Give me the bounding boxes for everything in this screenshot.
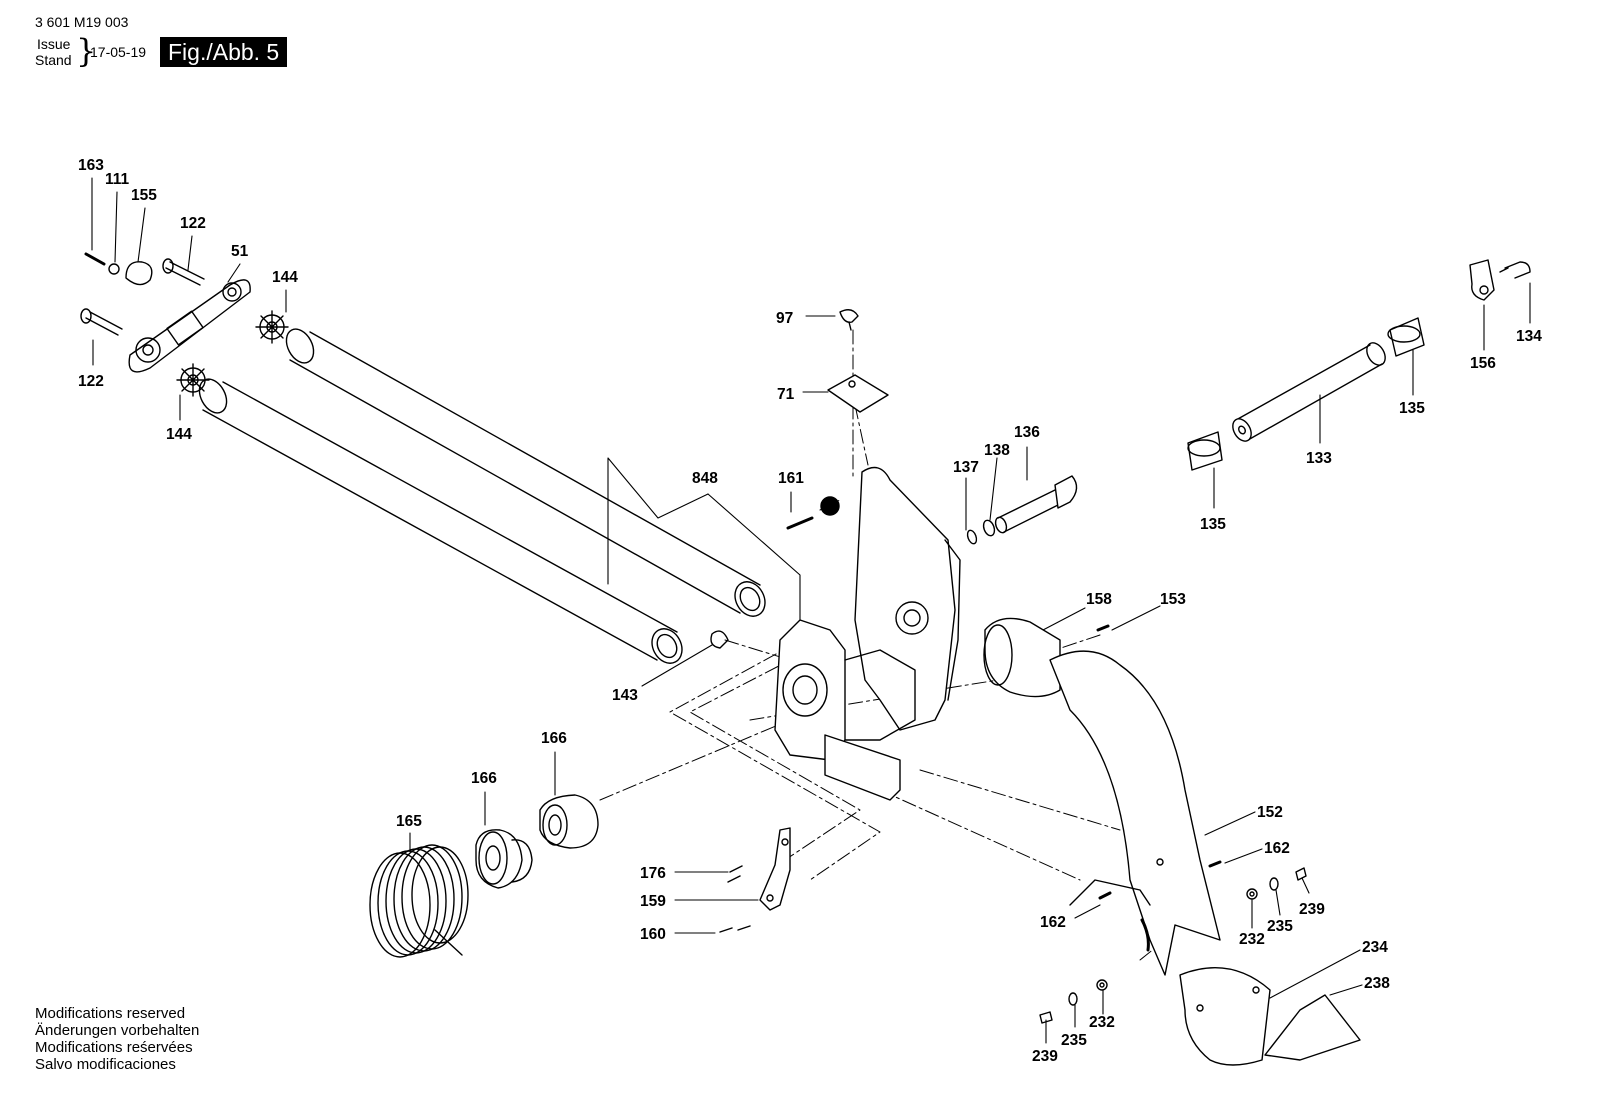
callout-51: 51	[231, 243, 249, 260]
callout-159: 159	[640, 893, 666, 910]
callout-166-b: 166	[471, 770, 497, 787]
callout-239: 239	[1299, 901, 1325, 918]
callout-163: 163	[78, 157, 104, 174]
document-number: 3 601 M19 003	[35, 14, 129, 30]
callout-165: 165	[396, 813, 422, 830]
callout-238: 238	[1364, 975, 1390, 992]
star-nut-b	[176, 363, 210, 397]
callout-232: 232	[1239, 931, 1265, 948]
right-rod-assembly	[1187, 259, 1531, 471]
star-nut-a	[255, 310, 289, 344]
modifications-notice: Modifications reserved Änderungen vorbeh…	[35, 1005, 199, 1073]
small-fasteners	[1039, 867, 1307, 1024]
callout-156: 156	[1470, 355, 1496, 372]
callout-158: 158	[1086, 591, 1112, 608]
callout-166: 166	[541, 730, 567, 747]
callout-234: 234	[1362, 939, 1388, 956]
spring-and-bearings	[369, 794, 599, 958]
callout-161: 161	[778, 470, 804, 487]
chute-guard	[1179, 967, 1361, 1066]
stand-label: Stand	[35, 52, 72, 68]
coil-spring	[369, 844, 469, 958]
brace-glyph: }	[76, 32, 97, 70]
callout-111: 111	[105, 171, 130, 188]
callout-122-b: 122	[78, 373, 104, 390]
callout-134: 134	[1516, 328, 1542, 345]
end-plate-assembly	[80, 252, 289, 397]
callout-71: 71	[777, 386, 795, 403]
callout-97: 97	[776, 310, 793, 327]
callout-162: 162	[1264, 840, 1290, 857]
issue-date: 17-05-19	[90, 44, 147, 60]
callout-153: 153	[1160, 591, 1186, 608]
callout-176: 176	[640, 865, 666, 882]
issue-label: Issue	[37, 36, 71, 52]
callout-152: 152	[1257, 804, 1283, 821]
modifications-es: Salvo modificaciones	[35, 1056, 176, 1073]
callout-135-b: 135	[1200, 516, 1226, 533]
modifications-fr: Modifications reśervées	[35, 1039, 193, 1056]
modifications-de: Änderungen vorbehalten	[35, 1022, 200, 1039]
callout-155: 155	[131, 187, 157, 204]
callout-136: 136	[1014, 424, 1040, 441]
callout-122: 122	[180, 215, 206, 232]
dust-chute	[983, 617, 1222, 976]
callout-235-b: 235	[1061, 1032, 1087, 1049]
pivot-shaft	[966, 475, 1078, 545]
modifications-en: Modifications reserved	[35, 1005, 186, 1022]
callout-137: 137	[953, 459, 979, 476]
callout-135: 135	[1399, 400, 1425, 417]
callout-138: 138	[984, 442, 1010, 459]
rear-bracket-housing	[710, 466, 961, 801]
callout-144: 144	[272, 269, 298, 286]
small-bracket	[719, 827, 791, 933]
callout-235: 235	[1267, 918, 1293, 935]
callout-144-b: 144	[166, 426, 192, 443]
rail-tubes	[198, 328, 766, 664]
pointer-lines	[91, 177, 1531, 1044]
callout-143: 143	[612, 687, 638, 704]
callout-239-b: 239	[1032, 1048, 1058, 1065]
callout-162-b: 162	[1040, 914, 1066, 931]
figure-title: Fig./Abb. 5	[160, 37, 288, 67]
callout-848: 848	[692, 470, 718, 487]
callout-133: 133	[1306, 450, 1332, 467]
callout-160: 160	[640, 926, 666, 943]
callout-labels: 163 111 155 122 51 144 122 144 97 71 848…	[78, 157, 1542, 1065]
callout-232-b: 232	[1089, 1014, 1115, 1031]
clip-and-screw	[786, 309, 889, 530]
